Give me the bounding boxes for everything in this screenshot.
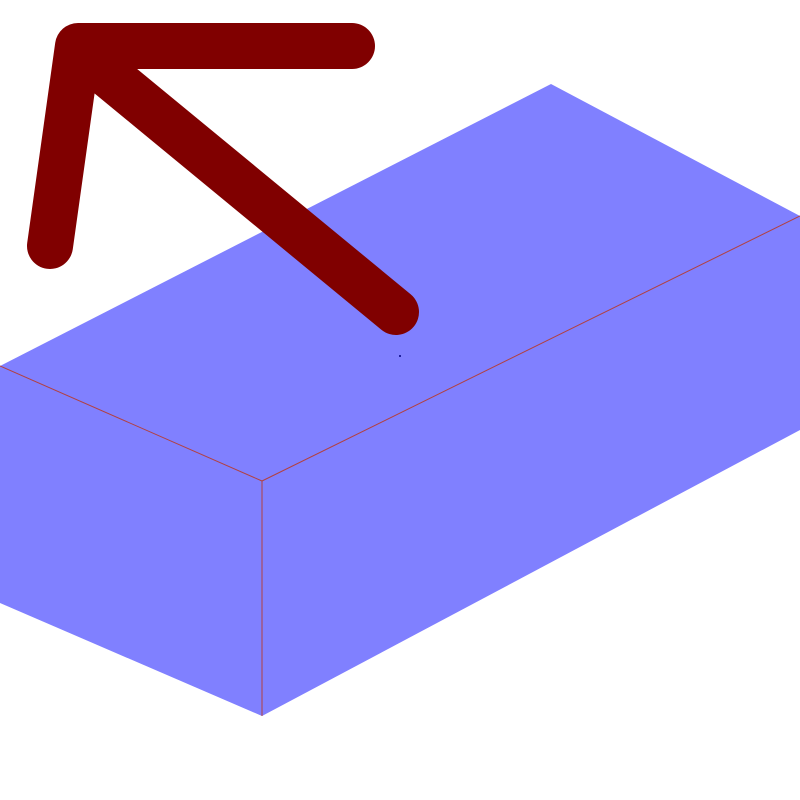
edge-top-left — [0, 365, 263, 482]
pivot-dot — [399, 355, 401, 357]
edge-top-right — [261, 215, 800, 482]
top-face — [0, 84, 800, 481]
arrow-up-left-icon — [27, 23, 419, 335]
front-left-face — [0, 366, 262, 716]
front-right-face — [262, 216, 800, 716]
arrow-shaft — [55, 27, 419, 335]
arrow-head — [27, 23, 375, 269]
box — [0, 84, 800, 716]
box-edges — [0, 215, 800, 716]
